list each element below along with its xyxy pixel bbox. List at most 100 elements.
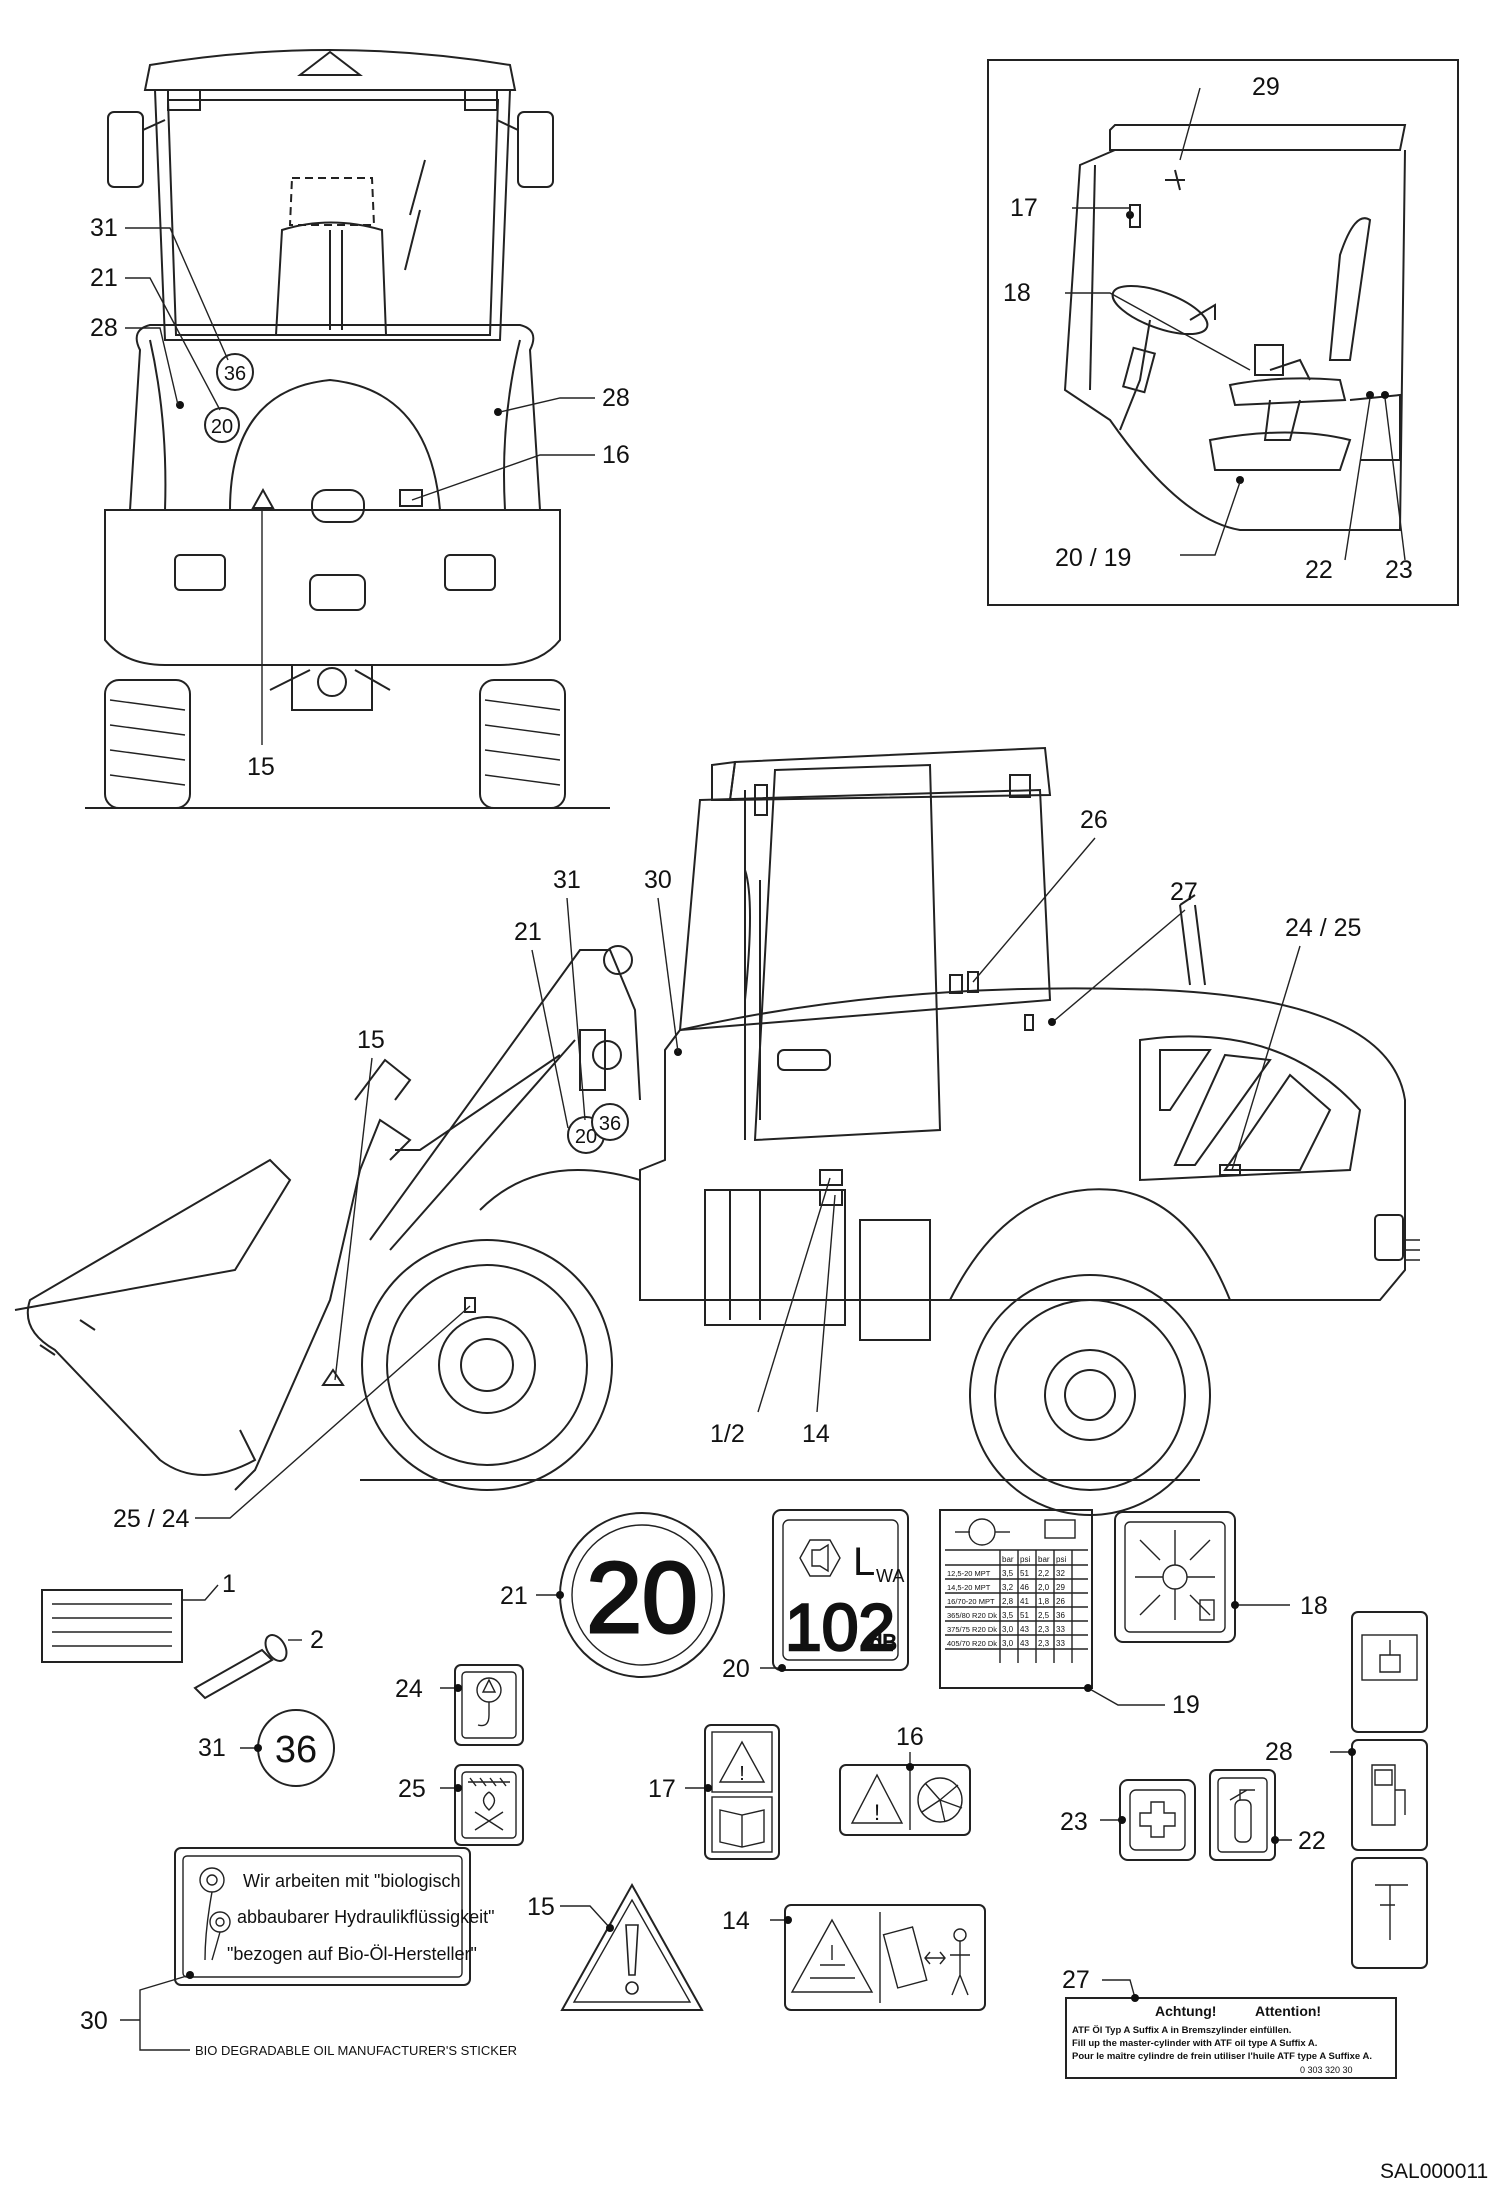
part-label-28: 28 bbox=[1265, 1738, 1293, 1766]
part-1-nameplate: 1 bbox=[41, 1570, 236, 1663]
tire-table-cell: 3,2 bbox=[1002, 1583, 1014, 1592]
tire-table-header: bar bbox=[1038, 1555, 1050, 1564]
tire-table-cell: 33 bbox=[1056, 1639, 1065, 1648]
tire-table-cell: 375/75 R20 Dk bbox=[947, 1625, 997, 1634]
side-callout-30: 30 bbox=[644, 866, 672, 894]
drawing-code: SAL000011 bbox=[1380, 2160, 1488, 2183]
part-label-23: 23 bbox=[1060, 1808, 1088, 1836]
part-label-15: 15 bbox=[527, 1893, 555, 1921]
part-16-fan-warning-decal: ! 16 bbox=[839, 1723, 971, 1836]
tire-table-header: psi bbox=[1020, 1555, 1030, 1564]
front-decal-36: 36 bbox=[224, 363, 246, 385]
attention-line-2: Fill up the master-cylinder with ATF oil… bbox=[1072, 2038, 1317, 2049]
tire-table-cell: 46 bbox=[1020, 1583, 1029, 1592]
side-callout-14: 14 bbox=[802, 1420, 830, 1448]
front-callout-21: 21 bbox=[90, 264, 118, 292]
side-view-callouts: 31 30 21 15 26 27 24 / 25 25 / 24 1/2 14 bbox=[113, 806, 1361, 1533]
front-callout-28-left: 28 bbox=[90, 314, 118, 342]
front-view-callouts: 31 21 28 28 16 15 bbox=[90, 214, 630, 781]
bio-line-2: abbaubarer Hydraulikflüssigkeit" bbox=[237, 1907, 495, 1927]
part-label-22: 22 bbox=[1298, 1827, 1326, 1855]
tire-table-cell: 1,8 bbox=[1038, 1597, 1050, 1606]
tire-table-cell: 3,0 bbox=[1002, 1625, 1014, 1634]
part-label-17: 17 bbox=[648, 1775, 676, 1803]
front-callout-31: 31 bbox=[90, 214, 118, 242]
side-decal-20: 20 bbox=[575, 1126, 597, 1148]
front-callout-15: 15 bbox=[247, 753, 275, 781]
cab-callouts: 29 17 18 20 / 19 22 23 bbox=[1003, 73, 1413, 584]
side-callout-21: 21 bbox=[514, 918, 542, 946]
side-view-machine: 20 36 bbox=[14, 746, 1420, 1516]
side-callout-31: 31 bbox=[553, 866, 581, 894]
tire-table-cell: 2,3 bbox=[1038, 1625, 1050, 1634]
part-label-21: 21 bbox=[500, 1582, 528, 1610]
bio-caption: BIO DEGRADABLE OIL MANUFACTURER'S STICKE… bbox=[195, 2043, 517, 2058]
side-callout-1-2: 1/2 bbox=[710, 1420, 745, 1448]
part-31-decal-36: 36 31 bbox=[198, 1709, 335, 1787]
front-callout-16: 16 bbox=[602, 441, 630, 469]
cab-callout-18: 18 bbox=[1003, 279, 1031, 307]
part-label-2: 2 bbox=[310, 1626, 324, 1654]
part-label-1: 1 bbox=[222, 1570, 236, 1598]
bio-line-1: Wir arbeiten mit "biologisch bbox=[243, 1871, 460, 1891]
part-18-control-pattern-decal: 18 bbox=[1114, 1511, 1328, 1643]
tire-table-cell: 51 bbox=[1020, 1611, 1029, 1620]
tire-table-cell: 16/70-20 MPT bbox=[947, 1597, 995, 1606]
tire-table-cell: 14,5-20 MPT bbox=[947, 1583, 991, 1592]
part-label-30: 30 bbox=[80, 2007, 108, 2035]
part-25-tie-down-decal: 25 bbox=[398, 1764, 524, 1846]
svg-text:!: ! bbox=[874, 1800, 880, 1825]
part-label-24: 24 bbox=[395, 1675, 423, 1703]
decal-36-value: 36 bbox=[275, 1729, 317, 1771]
part-2-rivet: 2 bbox=[193, 1626, 324, 1700]
attention-line-1: ATF Öl Typ A Suffix A in Bremszylinder e… bbox=[1072, 2025, 1291, 2036]
front-view-machine: 36 20 bbox=[85, 49, 610, 809]
tire-table-cell: 2,8 bbox=[1002, 1597, 1014, 1606]
part-label-16: 16 bbox=[896, 1723, 924, 1751]
tire-table-cell: 12,5-20 MPT bbox=[947, 1569, 991, 1578]
front-callout-28-right: 28 bbox=[602, 384, 630, 412]
cab-callout-17: 17 bbox=[1010, 194, 1038, 222]
part-30-bio-oil-sticker: Wir arbeiten mit "biologisch abbaubarer … bbox=[80, 1847, 517, 2058]
part-15-warning-triangle: 15 bbox=[527, 1882, 704, 2011]
part-label-31: 31 bbox=[198, 1734, 226, 1762]
tire-table-cell: 2,0 bbox=[1038, 1583, 1050, 1592]
part-label-19: 19 bbox=[1172, 1691, 1200, 1719]
part-21-speed-limit-decal: 20 21 bbox=[500, 1512, 725, 1678]
tire-table-cell: 36 bbox=[1056, 1611, 1065, 1620]
part-label-27: 27 bbox=[1062, 1966, 1090, 1994]
svg-text:!: ! bbox=[739, 1763, 745, 1785]
side-callout-25-24: 25 / 24 bbox=[113, 1505, 190, 1533]
noise-sub: WA bbox=[876, 1566, 904, 1586]
tire-table-cell: 43 bbox=[1020, 1639, 1029, 1648]
attention-line-3: Pour le maître cylindre de frein utilise… bbox=[1072, 2051, 1372, 2062]
tire-table-cell: 2,5 bbox=[1038, 1611, 1050, 1620]
attention-code: 0 303 320 30 bbox=[1300, 2065, 1353, 2075]
side-callout-24-25: 24 / 25 bbox=[1285, 914, 1361, 942]
side-decal-36: 36 bbox=[599, 1113, 621, 1135]
side-callout-26: 26 bbox=[1080, 806, 1108, 834]
speed-limit-value: 20 bbox=[586, 1542, 697, 1654]
attention-left: Achtung! bbox=[1155, 2003, 1216, 2019]
part-label-25: 25 bbox=[398, 1775, 426, 1803]
tire-table-cell: 405/70 R20 Dk bbox=[947, 1639, 997, 1648]
bio-line-3: "bezogen auf Bio-Öl-Hersteller" bbox=[227, 1944, 477, 1964]
tire-table-cell: 29 bbox=[1056, 1583, 1065, 1592]
noise-value: 102 bbox=[785, 1590, 895, 1664]
tire-table-cell: 2,2 bbox=[1038, 1569, 1050, 1578]
noise-unit: dB bbox=[870, 1630, 897, 1655]
part-20-noise-level-decal: L WA 102 dB 20 bbox=[722, 1509, 909, 1683]
tire-table-cell: 32 bbox=[1056, 1569, 1065, 1578]
part-28-fluid-decals: 28 bbox=[1265, 1611, 1428, 1969]
part-label-18: 18 bbox=[1300, 1592, 1328, 1620]
tire-table-cell: 365/80 R20 Dk bbox=[947, 1611, 997, 1620]
tire-table-cell: 3,5 bbox=[1002, 1611, 1014, 1620]
tire-table-cell: 41 bbox=[1020, 1597, 1029, 1606]
tire-table-cell: 3,5 bbox=[1002, 1569, 1014, 1578]
cab-interior-inset bbox=[987, 59, 1459, 606]
side-callout-15: 15 bbox=[357, 1026, 385, 1054]
tire-table-header: psi bbox=[1056, 1555, 1066, 1564]
tire-table-cell: 51 bbox=[1020, 1569, 1029, 1578]
part-14-crush-warning-decal: 14 bbox=[722, 1904, 986, 2011]
